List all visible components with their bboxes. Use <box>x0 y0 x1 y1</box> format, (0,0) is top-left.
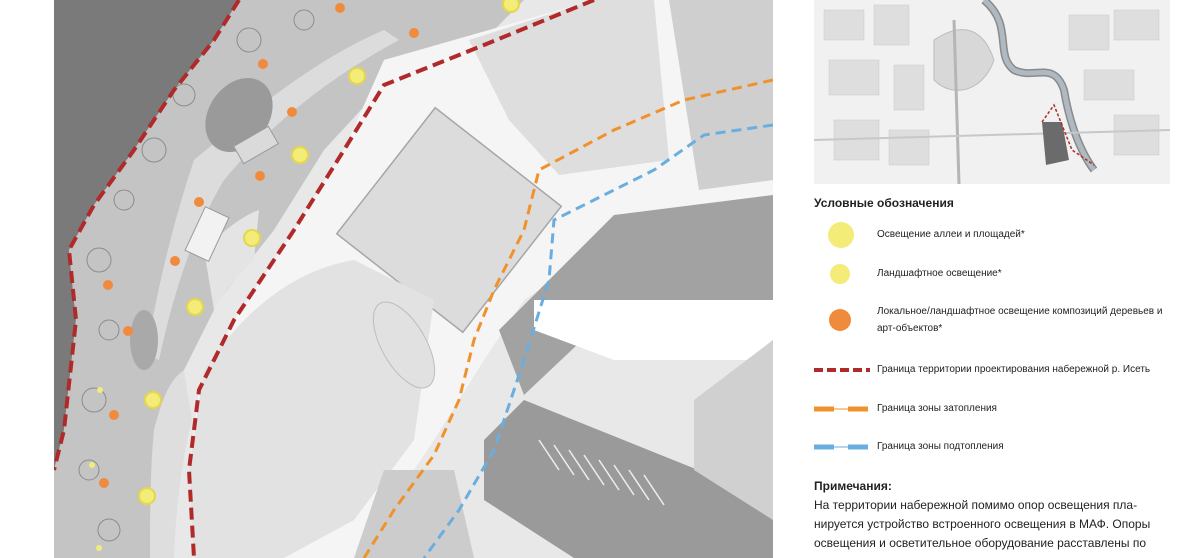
pavilion <box>232 125 280 165</box>
alley-lamp <box>502 0 520 13</box>
notes-line: На территории набережной помимо опор осв… <box>814 498 1138 512</box>
local-lamps <box>99 3 419 488</box>
local-lamp <box>287 107 297 117</box>
landscape-lamp <box>97 387 103 393</box>
legend-item-landscape-lighting: Ландшафтное освещение* <box>814 259 1174 289</box>
legend-item-flood-zone: Граница зоны затопления <box>814 394 1174 424</box>
legend-item-alley-lighting: Освещение аллеи и площадей* <box>814 220 1174 250</box>
promenade-lower-path <box>150 370 192 558</box>
small-yellow-circle-icon <box>830 264 850 284</box>
parking-dark <box>484 400 773 558</box>
building-block-s <box>354 470 474 558</box>
local-lamp <box>194 197 204 207</box>
flood-zone-boundary <box>362 78 773 558</box>
red-dashed-line-icon <box>814 368 870 372</box>
legend-label: Граница территории проектирования набере… <box>877 364 1151 375</box>
notes-title: Примечания: <box>814 479 892 493</box>
local-lamp <box>123 326 133 336</box>
alley-lamp <box>138 487 156 505</box>
locator-site-highlight <box>1042 122 1069 165</box>
local-lamp <box>103 280 113 290</box>
alley-lamp <box>144 391 162 409</box>
alley-lamp <box>186 298 204 316</box>
local-lamp <box>409 28 419 38</box>
pavilion <box>184 206 230 262</box>
local-lamp <box>109 410 119 420</box>
blue-dashed-line-icon <box>814 444 868 450</box>
river-water <box>54 0 239 470</box>
large-yellow-circle-icon <box>828 222 854 248</box>
building-dark <box>499 195 773 395</box>
legend-item-waterlogging-zone: Граница зоны подтопления <box>814 432 1174 462</box>
locator-svg <box>814 0 1170 184</box>
road-white <box>534 300 773 360</box>
building-block-se <box>694 340 773 520</box>
orange-circle-icon <box>829 309 851 331</box>
alley-lamp <box>348 67 366 85</box>
legend-label: Освещение аллеи и площадей* <box>877 229 1025 240</box>
local-lamp <box>170 256 180 266</box>
parking-stripes <box>538 439 665 506</box>
orange-dashed-line-icon <box>814 406 868 412</box>
project-boundary-street <box>186 0 595 558</box>
site-plan-svg <box>54 0 773 558</box>
lawn-oval <box>372 301 436 389</box>
notes-line: нируется устройство встроенного освещени… <box>814 517 1151 531</box>
legend-label: Граница зоны подтопления <box>877 441 1004 452</box>
promenade-path <box>146 30 399 360</box>
legend-label: Локальное/ландшафтное освещение композиц… <box>877 306 1163 334</box>
planting-island <box>130 310 158 370</box>
local-lamp <box>335 3 345 13</box>
legend-label: Ландшафтное освещение* <box>877 268 1002 279</box>
alley-lamp <box>291 146 309 164</box>
locator-map <box>814 0 1170 184</box>
parking-area <box>469 0 669 175</box>
alley-lamps <box>138 0 520 505</box>
legend-item-project-boundary: Граница территории проектирования набере… <box>814 355 1174 385</box>
landscape-lamp <box>96 545 102 551</box>
legend-label: Граница зоны затопления <box>877 403 997 414</box>
alley-lamp <box>243 229 261 247</box>
lawn-pad <box>189 260 434 558</box>
local-lamp <box>99 478 109 488</box>
notes: Примечания: На территории набережной пом… <box>814 479 1164 553</box>
legend-title: Условные обозначения <box>814 196 954 210</box>
landscape-lamps <box>89 387 103 551</box>
legend-item-local-lighting: Локальное/ландшафтное освещение композиц… <box>814 305 1174 339</box>
site-plan-map[interactable] <box>54 0 773 558</box>
local-lamp <box>258 59 268 69</box>
notes-line: освещения и осветительное оборудование р… <box>814 536 1146 550</box>
landscape-lamp <box>89 462 95 468</box>
local-lamp <box>255 171 265 181</box>
tree-sketches <box>78 9 315 542</box>
